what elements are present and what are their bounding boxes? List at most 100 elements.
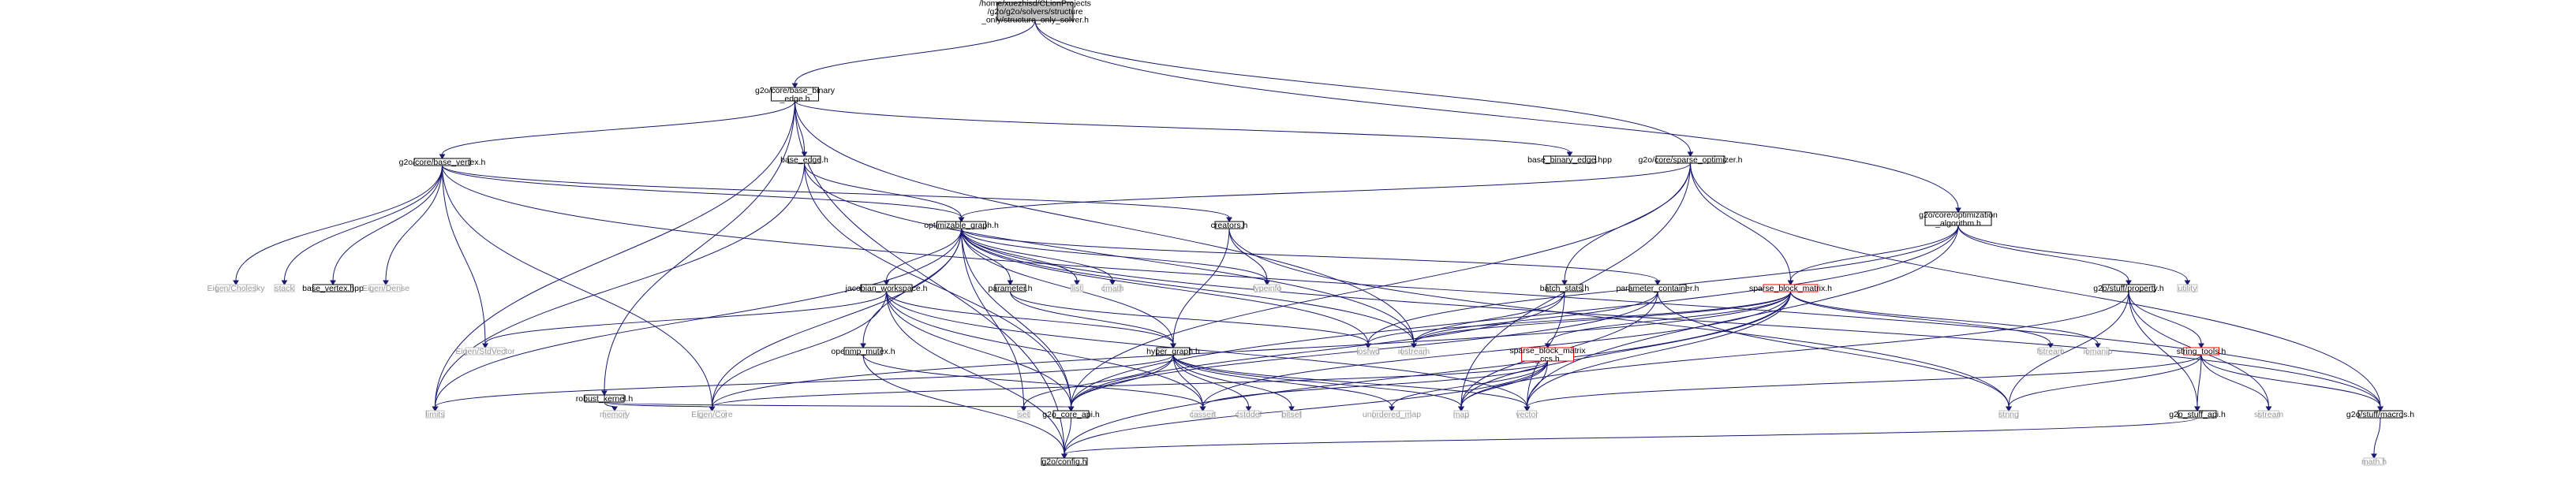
edge-line [1790,291,2051,344]
node-cmath[interactable]: cmath [1101,284,1124,293]
node-cstddef[interactable]: cstddef [1236,410,1262,419]
node-label: jacobian_workspace.h [845,284,928,293]
node-box [860,284,913,292]
node-map[interactable]: map [1453,410,1470,419]
node-base-vertex-hpp[interactable]: base_vertex.hpp [302,284,364,293]
node-iomanip[interactable]: iomanip [2084,347,2113,356]
node-optimizable-graph-h[interactable]: optimizable_graph.h [924,221,999,230]
edge-base-vertex-h-to-eigen-dense [383,165,443,285]
node-box [274,284,295,292]
node-eigen-stdvector[interactable]: Eigen/StdVector [455,347,515,356]
node-typeinfo[interactable]: typeinfo [1253,284,1282,293]
node-box [1052,410,1090,419]
node-sparse-block-matrix-ccs-h[interactable]: sparse_block_matrix_ccs.h [1509,346,1586,364]
node-base-binary-edge-hpp[interactable]: base_binary_edge.hpp [1527,155,1612,165]
node-base-binary-edge-h[interactable]: g2o/core/base_binary_edge.h [755,86,836,104]
node-vector[interactable]: vector [1516,410,1538,419]
node-robust-kernel-h[interactable]: robust_kernel.h [576,394,634,404]
node-box [1071,284,1083,292]
node-hyper-graph-h[interactable]: hyper_graph.h [1146,347,1200,356]
node-label: sstream [2254,410,2284,419]
edge-base-binary-edge-h-to-config-h [794,100,1067,459]
edge-line [961,228,1071,408]
node-label: memory [600,410,630,419]
edge-line [604,401,1071,408]
edge-line [1010,291,1369,344]
node-jacobian-workspace-h[interactable]: jacobian_workspace.h [845,284,928,293]
edge-line [886,291,1174,344]
node-batch-stats-h[interactable]: batch_stats.h [1540,284,1590,293]
node-label: Eigen/Core [691,410,733,419]
node-parameter-h[interactable]: parameter.h [988,284,1032,293]
node-label: _ccs.h [1535,354,1560,363]
node-eigen-dense[interactable]: Eigen/Dense [362,284,409,293]
edge-line [1957,225,2188,281]
edge-sparse-block-matrix-h-to-iosfwd [1365,291,1791,348]
edge-arrowhead [1561,280,1568,285]
edge-line [1228,228,1268,281]
node-label: sparse_block_matrix.h [1749,284,1832,293]
node-sstream[interactable]: sstream [2254,410,2284,419]
node-base-edge-h[interactable]: base_edge.h [780,155,828,165]
edge-robust-kernel-h-to-memory [604,401,618,411]
node-fstream[interactable]: fstream [2036,347,2064,356]
edge-arrowhead [1411,343,1417,348]
node-label: _only/structure_only_solver.h [981,16,1089,25]
node-stack[interactable]: stack [274,284,295,293]
node-openmp-mutex-h[interactable]: openmp_mutex.h [831,347,895,356]
node-string[interactable]: string [1998,410,2019,419]
edge-string-tools-h-to-string [2006,354,2202,411]
node-macros-h[interactable]: g2o/stuff/macros.h [2346,410,2414,419]
edge-arrowhead [1365,343,1371,348]
edge-line [332,165,443,281]
edge-line [804,162,1071,408]
node-utility[interactable]: utility [2177,284,2198,293]
node-property-h[interactable]: g2o/stuff/property.h [2093,284,2164,293]
node-optimization-algorithm-h[interactable]: g2o/core/optimization_algorithm.h [1919,210,1998,229]
node-box [1517,410,1537,419]
edge-arrowhead [1170,343,1176,348]
edge-line [886,291,1203,408]
node-creators-h[interactable]: creators.h [1211,221,1248,230]
node-box [465,347,506,356]
node-iostream[interactable]: iostream [1398,347,1430,356]
node-box [1372,410,1411,419]
node-config-h[interactable]: g2o/config.h [1041,457,1088,467]
edge-line [1413,291,1791,344]
node-list[interactable]: list [1071,284,1083,293]
node-math-h[interactable]: math.h [2361,457,2387,467]
node-label: cassert [1190,410,1217,419]
node-set[interactable]: set [1017,410,1030,419]
node-sparse-optimizer-h[interactable]: g2o/core/sparse_optimizer.h [1639,155,1743,165]
edge-line [1071,354,1174,408]
node-g2o-stuff-api-h[interactable]: g2o_stuff_api.h [2169,410,2226,419]
node-g2o-core-api-h[interactable]: g2o_core_api.h [1042,410,1100,419]
node-limits[interactable]: limits [425,410,445,419]
node-unordered-map[interactable]: unordered_map [1363,410,1421,419]
node-label: _algorithm.h [1935,218,1981,228]
node-base-vertex-h[interactable]: g2o/core/base_vertex.h [399,158,486,167]
node-label: g2o_core_api.h [1042,410,1100,419]
edge-jacobian-workspace-h-to-eigen-stdvector [482,291,887,348]
edge-line [1202,360,1548,408]
edge-arrowhead [1288,406,1295,411]
node-eigen-core[interactable]: Eigen/Core [691,410,733,419]
node-parameter-container-h[interactable]: parameter_container.h [1616,284,1699,293]
edge-line [435,354,1174,408]
node-label: _edge.h [780,94,810,103]
node-box [1254,284,1281,292]
edge-line [1460,291,2129,408]
node-root[interactable]: /home/xuezhisd/CLionProjects/g2o/g2o/sol… [979,0,1091,25]
edge-line [1690,162,2381,408]
node-cassert[interactable]: cassert [1190,410,1217,419]
node-iosfwd[interactable]: iosfwd [1356,347,1380,356]
node-memory[interactable]: memory [600,410,630,419]
node-bitset[interactable]: bitset [1281,410,1301,419]
edge-optimization-algorithm-h-to-sparse-block-matrix-h [1787,225,1959,285]
edge-arrowhead [1109,280,1116,285]
node-box [1357,347,1379,356]
node-string-tools-h[interactable]: string_tools.h [2177,347,2226,356]
edge-line [2128,291,2198,408]
node-sparse-block-matrix-h[interactable]: sparse_block_matrix.h [1749,284,1832,293]
node-eigen-cholesky[interactable]: Eigen/Cholesky [208,284,266,293]
